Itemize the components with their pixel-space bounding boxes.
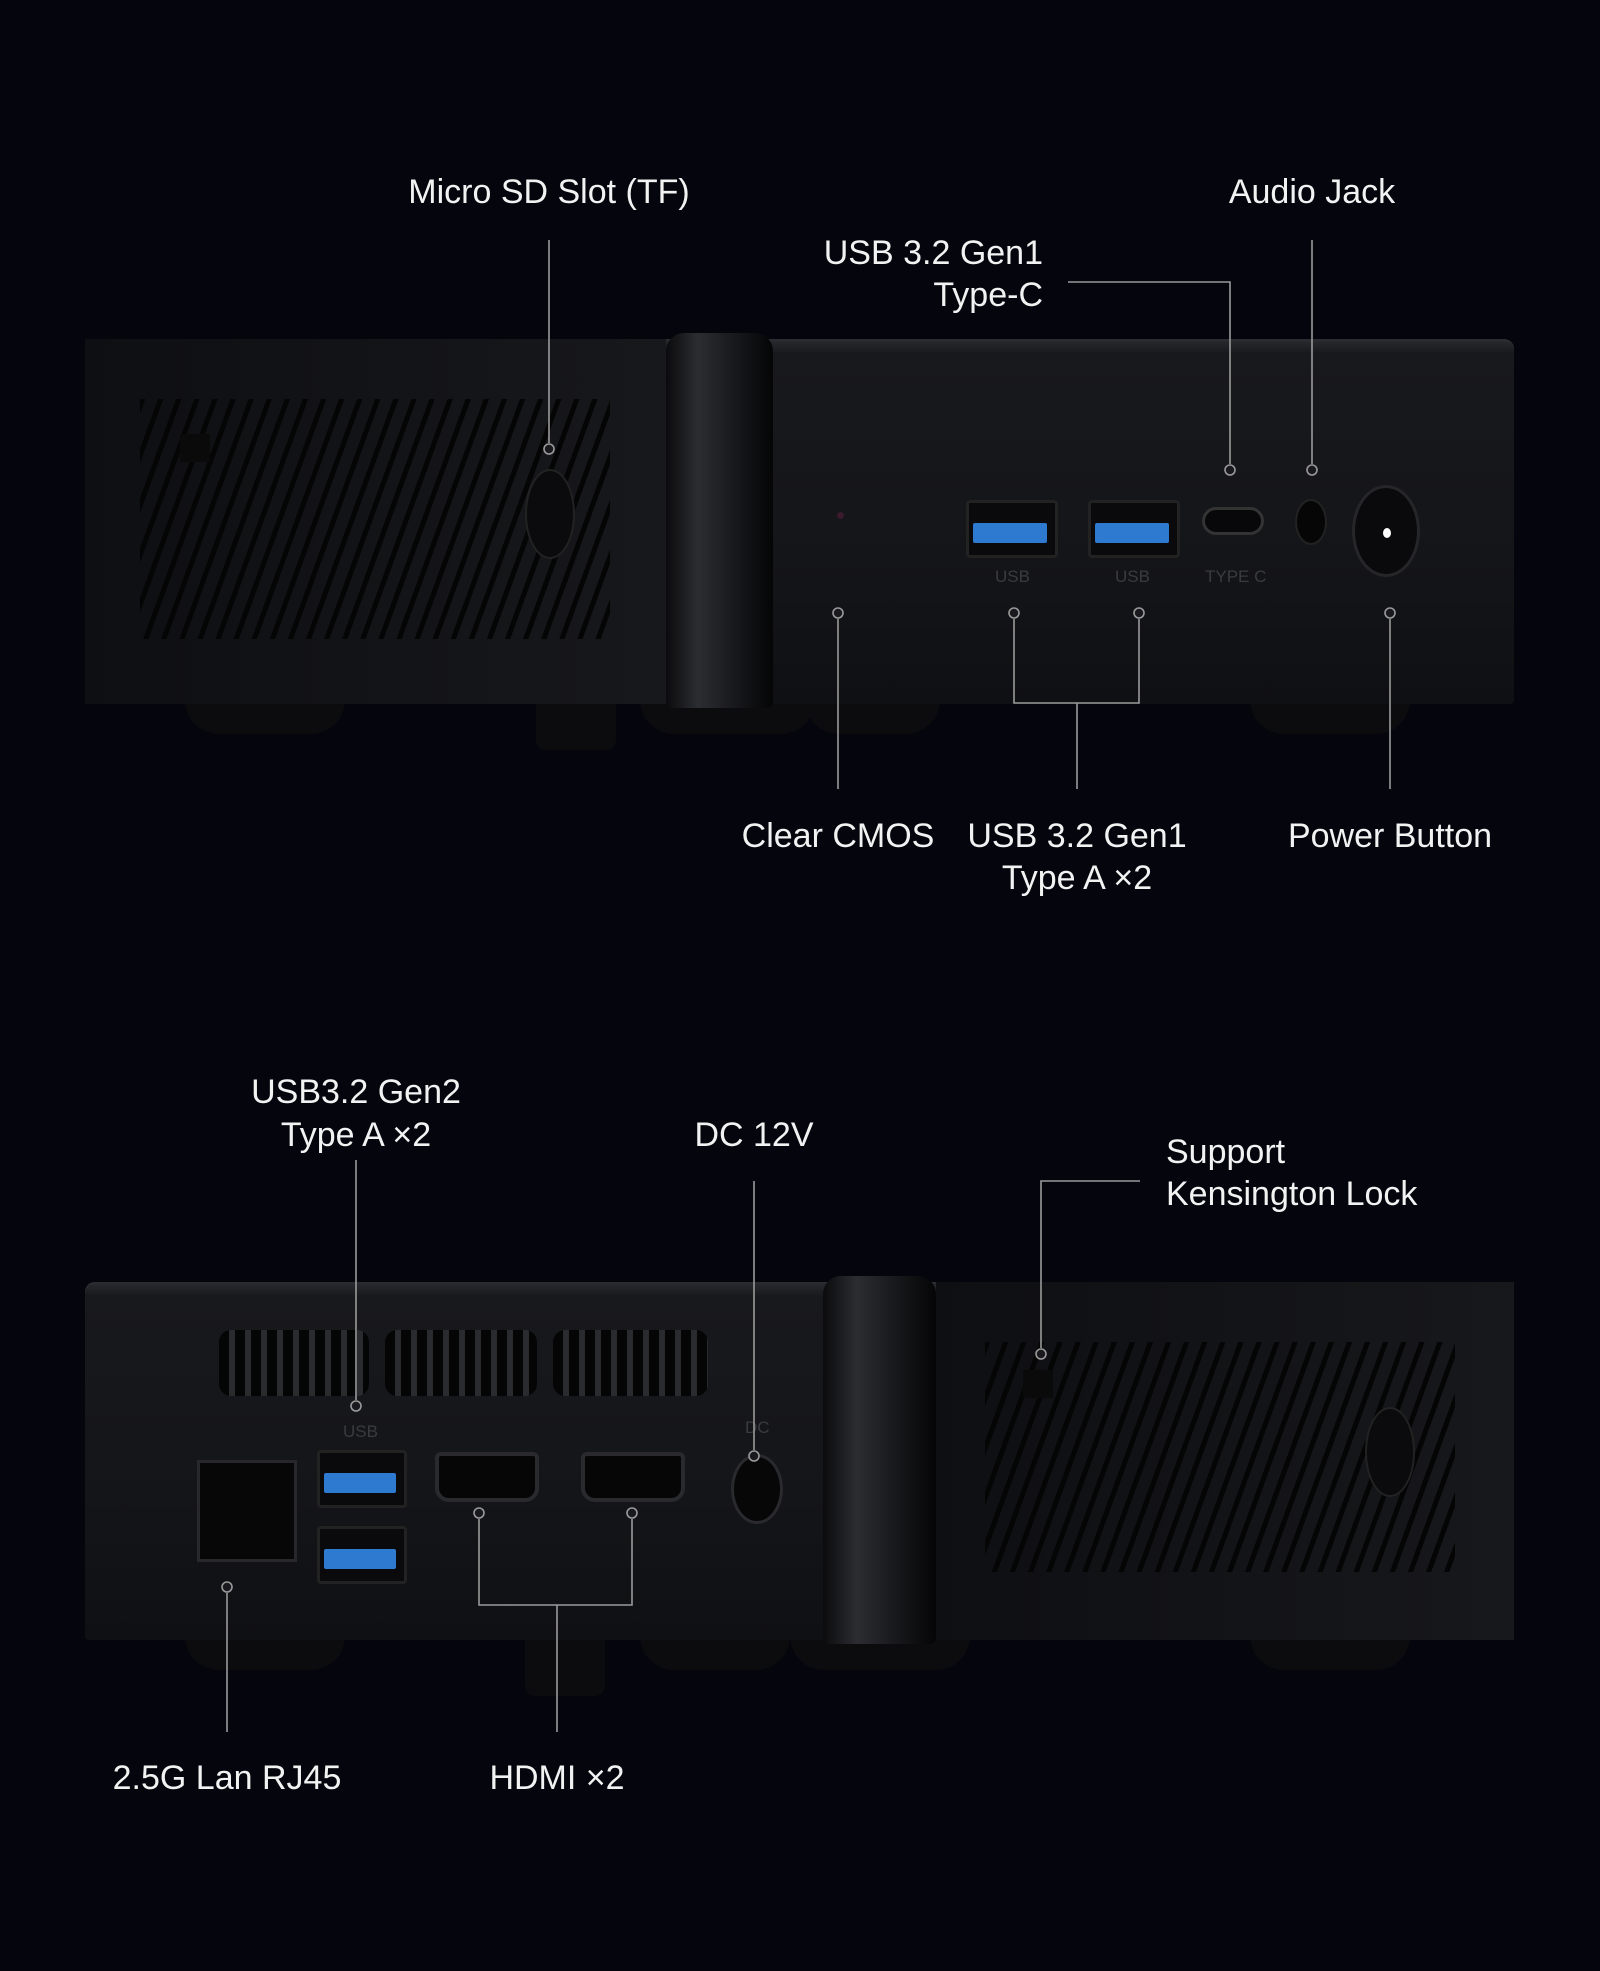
kensington-slot <box>180 434 210 462</box>
exhaust-grille <box>553 1330 708 1396</box>
foot <box>185 700 345 734</box>
foot <box>1250 1636 1410 1670</box>
usb-marking: USB <box>995 567 1030 586</box>
usb-a-port <box>1088 500 1180 558</box>
label-hdmi: HDMI ×2 <box>489 1759 625 1797</box>
audio-jack-port <box>1295 499 1327 545</box>
dc-port <box>731 1454 783 1524</box>
front-chassis: USB USB TYPE C <box>85 333 1514 708</box>
sd-knob <box>1365 1407 1415 1497</box>
dc-marking: DC <box>745 1418 770 1437</box>
label-kensington-line1: Support <box>1166 1133 1286 1171</box>
usb-a-port <box>317 1450 407 1508</box>
cmos-hole <box>837 512 844 519</box>
rj45-port <box>197 1460 297 1562</box>
label-kensington-line2: Kensington Lock <box>1166 1175 1418 1213</box>
label-usb-gen2-line1: USB3.2 Gen2 <box>251 1073 461 1111</box>
foot <box>185 1636 345 1670</box>
usb-a-port <box>966 500 1058 558</box>
stand-tab <box>536 700 616 750</box>
exhaust-grille <box>219 1330 369 1396</box>
label-power-button: Power Button <box>1287 817 1493 855</box>
stand-tab <box>525 1636 605 1696</box>
label-clear-cmos: Clear CMOS <box>741 817 935 855</box>
rear-chassis: USB DC <box>85 1276 1514 1644</box>
label-usb-gen2-line2: Type A ×2 <box>280 1116 432 1154</box>
foot <box>1250 700 1410 734</box>
label-usb-a-line2: Type A ×2 <box>1001 859 1153 897</box>
usb-a-port <box>317 1526 407 1584</box>
label-dc: DC 12V <box>694 1116 814 1154</box>
power-button[interactable] <box>1352 485 1420 577</box>
type-c-marking: TYPE C <box>1205 567 1267 586</box>
hdmi-port <box>435 1452 539 1502</box>
label-lan: 2.5G Lan RJ45 <box>112 1759 342 1797</box>
foot <box>805 700 940 734</box>
usb-c-port <box>1202 507 1264 535</box>
sd-slot-knob <box>525 469 575 559</box>
usb-marking: USB <box>343 1422 378 1441</box>
label-usb-a-line1: USB 3.2 Gen1 <box>967 817 1187 855</box>
label-usb-c-line2: Type-C <box>933 276 1043 314</box>
hdmi-port <box>581 1452 685 1502</box>
usb-marking: USB <box>1115 567 1150 586</box>
kensington-slot <box>1023 1370 1053 1398</box>
exhaust-grille <box>385 1330 537 1396</box>
label-audio-jack: Audio Jack <box>1228 173 1396 211</box>
foot <box>640 1636 790 1670</box>
label-usb-c-line1: USB 3.2 Gen1 <box>823 234 1043 272</box>
label-micro-sd: Micro SD Slot (TF) <box>408 173 690 211</box>
